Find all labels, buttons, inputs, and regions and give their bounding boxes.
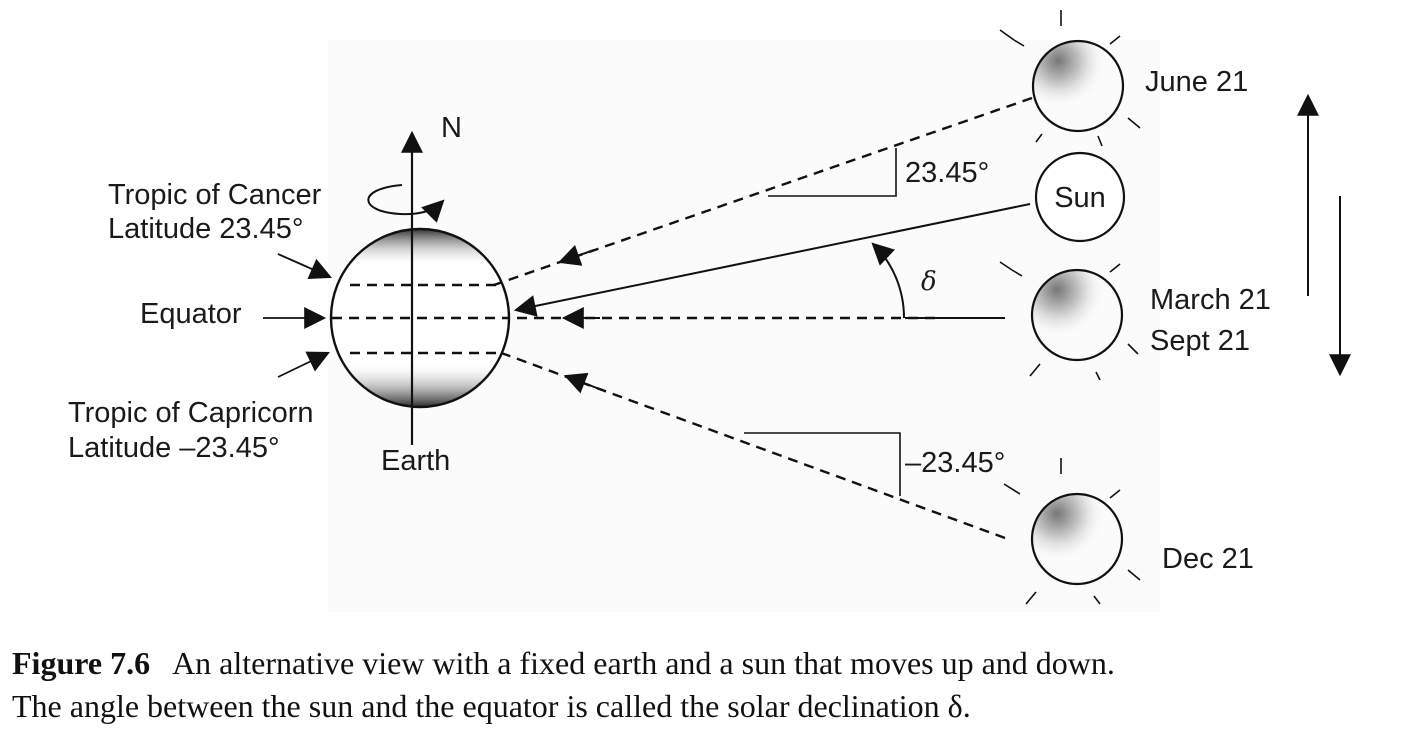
sun-current — [1034, 151, 1126, 243]
declination-symbol: δ — [921, 267, 937, 297]
june-label: June 21 — [1145, 66, 1248, 98]
march-label: March 21 — [1150, 284, 1271, 316]
tropic-of-cancer-label: Tropic of Cancer — [108, 179, 322, 211]
caption-line-1: Figure 7.6 An alternative view with a fix… — [12, 642, 1402, 685]
earth-globe — [329, 227, 511, 409]
tropic-of-cancer-pointer — [277, 253, 333, 280]
december-label: Dec 21 — [1162, 543, 1254, 575]
north-label: N — [441, 112, 462, 144]
lower-angle-bracket — [744, 432, 901, 496]
tropic-of-capricorn-label: Tropic of Capricorn — [68, 397, 314, 429]
june-ray — [493, 96, 1033, 287]
solar-declination-diagram: N Tropic of Cancer Latitude 23.45° Equat… — [68, 10, 1351, 605]
tropic-of-cancer-latitude: Latitude 23.45° — [108, 213, 303, 245]
lower-angle-label: –23.45° — [905, 447, 1005, 479]
caption-text-1: An alternative view with a fixed earth a… — [172, 645, 1115, 681]
earth-label: Earth — [381, 445, 450, 477]
sun-equinox — [999, 261, 1139, 381]
tropic-of-capricorn-latitude: Latitude –23.45° — [68, 432, 280, 464]
sept-label: Sept 21 — [1150, 325, 1250, 357]
upper-angle-label: 23.45° — [905, 157, 989, 189]
sun-june — [999, 10, 1141, 147]
figure-caption: Figure 7.6 An alternative view with a fix… — [12, 642, 1402, 728]
declination-arc — [871, 242, 905, 319]
sun-label: Sun — [1054, 182, 1106, 214]
equator-label: Equator — [140, 298, 242, 330]
upper-angle-bracket — [768, 148, 897, 197]
tropic-of-capricorn-pointer — [277, 351, 330, 378]
sun-december — [1003, 458, 1141, 605]
rotation-arrow — [367, 184, 445, 223]
caption-line-2: The angle between the sun and the equato… — [12, 688, 971, 724]
figure-number: Figure 7.6 — [12, 645, 151, 681]
june-ray-arrow — [557, 245, 595, 266]
december-ray-arrow — [563, 372, 603, 394]
sun-ray — [513, 203, 1031, 317]
